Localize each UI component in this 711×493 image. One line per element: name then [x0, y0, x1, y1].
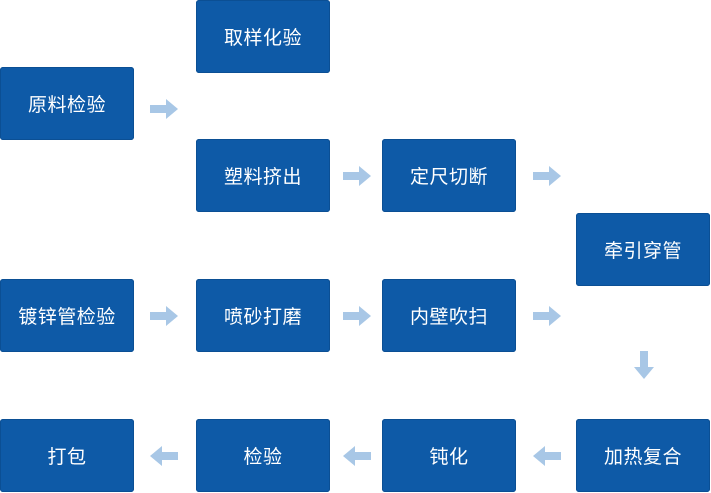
step-sandblasting-label: 喷砂打磨 [223, 306, 302, 328]
arrow-right-icon [343, 166, 371, 186]
arrow-right-icon [343, 306, 371, 326]
step-traction-label: 牵引穿管 [603, 240, 682, 262]
step-heat-composite-label: 加热复合 [603, 446, 682, 468]
step-passivation-label: 钝化 [429, 446, 469, 468]
arrow-left-icon [343, 446, 371, 466]
step-inspection-label: 检验 [243, 446, 283, 468]
arrow-right-icon [533, 306, 561, 326]
step-extrusion: 塑料挤出 [196, 139, 330, 212]
step-inner-blowing-label: 内壁吹扫 [409, 306, 488, 328]
arrow-right-icon [150, 306, 178, 326]
arrow-left-icon [150, 446, 178, 466]
arrow-right-icon [533, 166, 561, 186]
step-inner-blowing: 内壁吹扫 [382, 279, 516, 352]
step-extrusion-label: 塑料挤出 [223, 166, 302, 188]
step-heat-composite: 加热复合 [576, 419, 710, 492]
step-raw-inspection: 原料检验 [0, 67, 134, 140]
arrow-down-icon [634, 351, 654, 379]
step-cut-length: 定尺切断 [382, 139, 516, 212]
arrow-left-icon [533, 446, 561, 466]
step-packing: 打包 [0, 419, 134, 492]
step-sampling-label: 取样化验 [223, 27, 302, 49]
step-sampling: 取样化验 [196, 0, 330, 73]
step-packing-label: 打包 [47, 446, 87, 468]
arrow-right-icon [150, 99, 178, 119]
step-traction: 牵引穿管 [576, 213, 710, 286]
step-galvanized-inspection-label: 镀锌管检验 [18, 306, 116, 328]
step-cut-length-label: 定尺切断 [409, 166, 488, 188]
step-inspection: 检验 [196, 419, 330, 492]
step-passivation: 钝化 [382, 419, 516, 492]
step-galvanized-inspection: 镀锌管检验 [0, 279, 134, 352]
step-raw-inspection-label: 原料检验 [27, 94, 106, 116]
step-sandblasting: 喷砂打磨 [196, 279, 330, 352]
